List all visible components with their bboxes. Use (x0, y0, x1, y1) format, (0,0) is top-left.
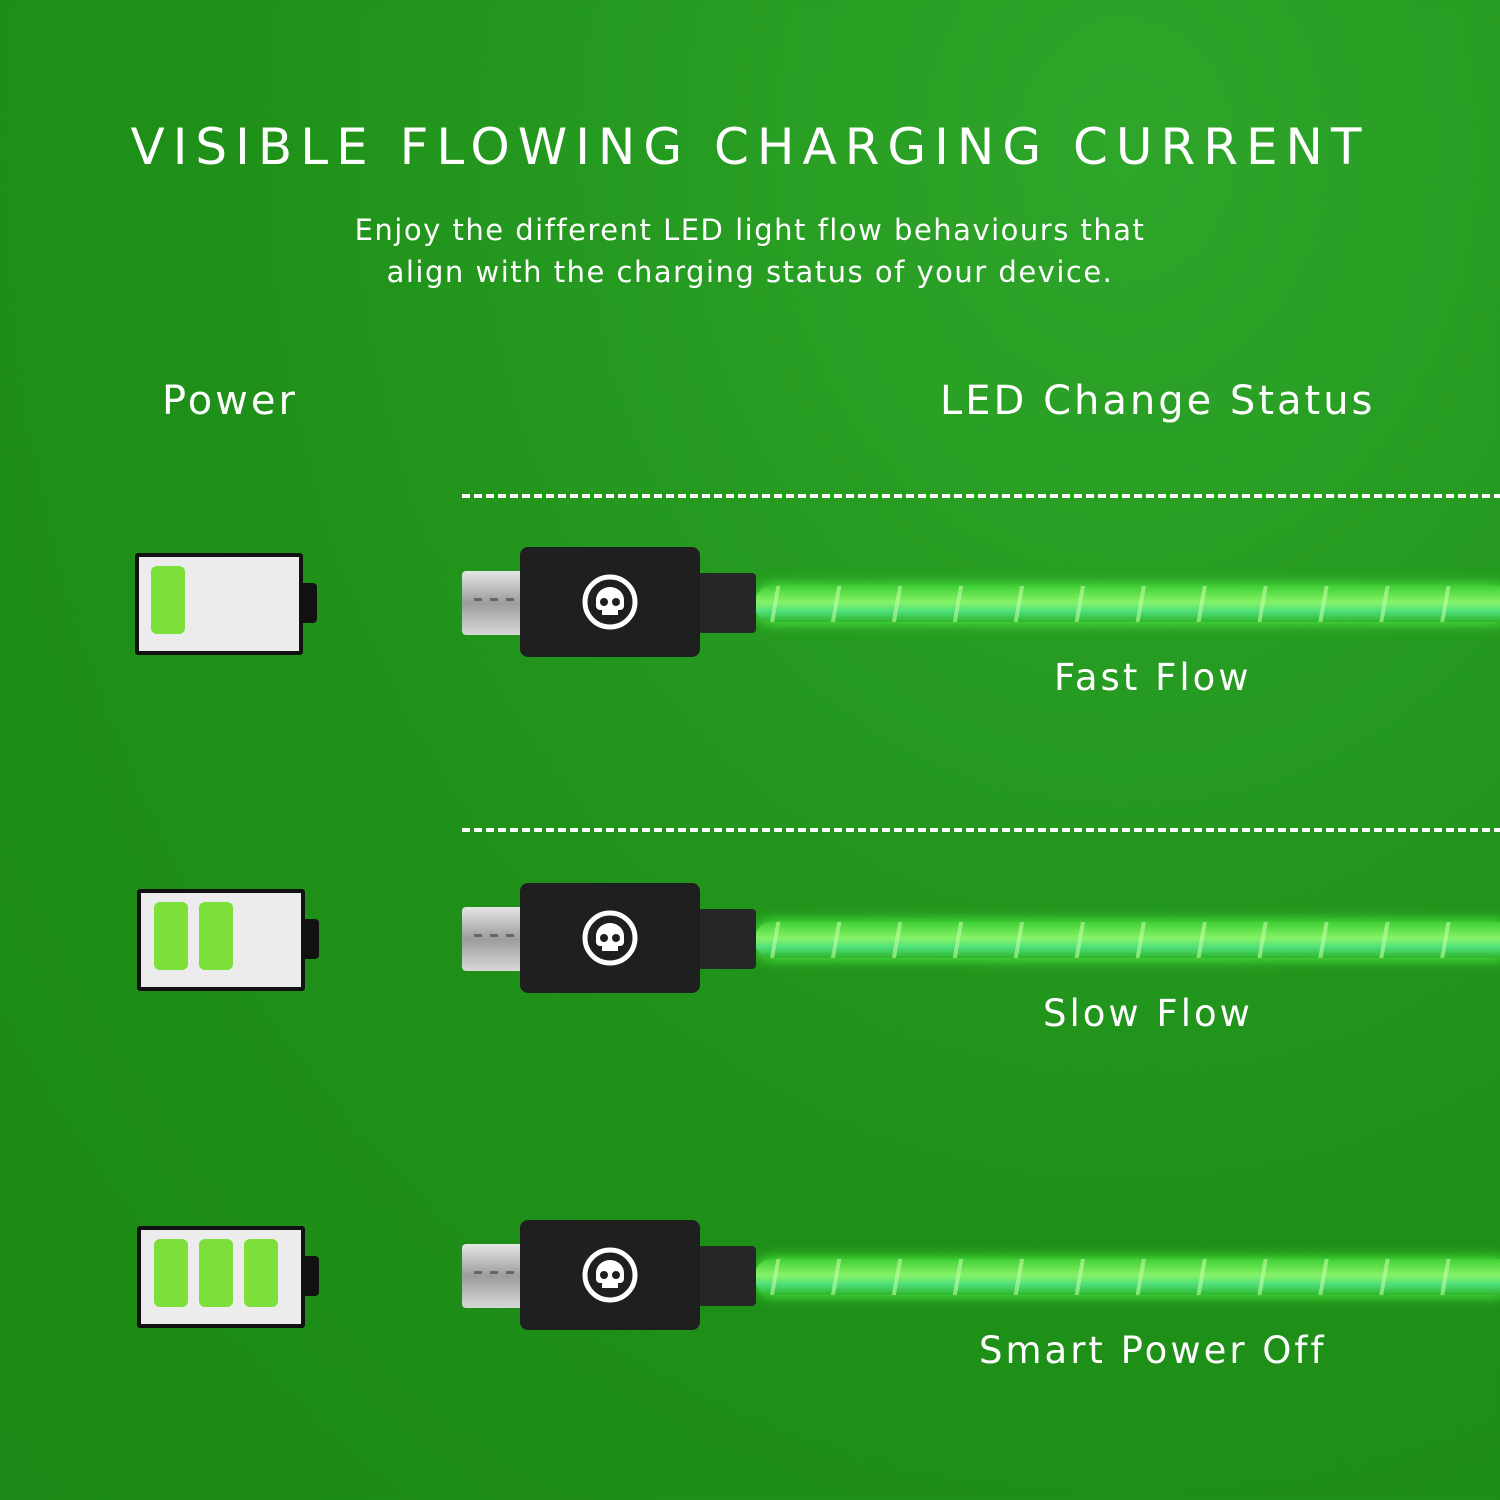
status-row-smart-power-off: Smart Power Off (0, 1220, 1500, 1426)
battery-cell (244, 1239, 278, 1307)
cable-strain-relief (698, 1246, 756, 1306)
battery-cell (154, 1239, 188, 1307)
led-status-label: Slow Flow (1043, 992, 1253, 1035)
led-status-label: Smart Power Off (979, 1329, 1327, 1372)
skull-logo-icon (582, 574, 638, 630)
micro-usb-plug (462, 907, 524, 971)
status-row-fast-flow: Fast Flow (0, 547, 1500, 753)
micro-usb-plug (462, 571, 524, 635)
subtitle-line-2: align with the charging status of your d… (386, 255, 1114, 289)
status-row-slow-flow: Slow Flow (0, 883, 1500, 1089)
battery-terminal (301, 919, 319, 959)
led-cable (754, 1259, 1500, 1295)
skull-logo-icon (582, 1247, 638, 1303)
power-column-header: Power (162, 378, 298, 424)
cable-strain-relief (698, 573, 756, 633)
page-subtitle: Enjoy the different LED light flow behav… (300, 209, 1200, 293)
battery-terminal (299, 583, 317, 623)
battery-cell (199, 1239, 233, 1307)
battery-terminal (301, 1256, 319, 1296)
skull-logo-icon (582, 910, 638, 966)
led-status-column-header: LED Change Status (940, 378, 1376, 424)
connector-housing (520, 1220, 700, 1330)
led-cable (754, 586, 1500, 622)
battery-cell (151, 566, 185, 634)
micro-usb-plug (462, 1244, 524, 1308)
battery-cell (199, 902, 233, 970)
divider-line (462, 494, 1500, 498)
page-title: VISIBLE FLOWING CHARGING CURRENT (130, 118, 1370, 176)
battery-cell (154, 902, 188, 970)
connector-housing (520, 547, 700, 657)
divider-line (462, 828, 1500, 832)
cable-strain-relief (698, 909, 756, 969)
subtitle-line-1: Enjoy the different LED light flow behav… (354, 213, 1146, 247)
connector-housing (520, 883, 700, 993)
led-status-label: Fast Flow (1054, 656, 1252, 699)
led-cable (754, 922, 1500, 958)
